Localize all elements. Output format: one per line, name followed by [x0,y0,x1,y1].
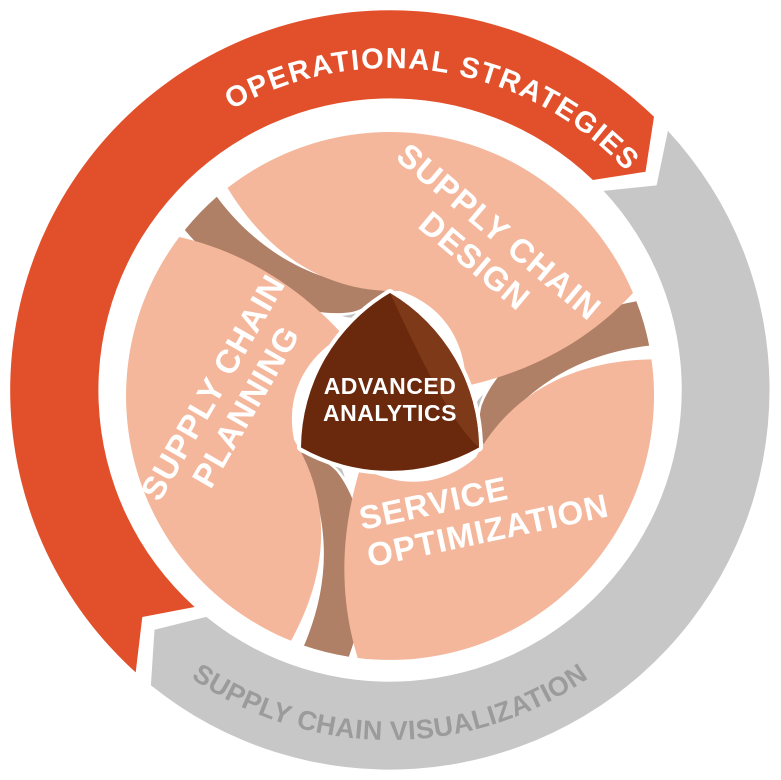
segment-supply-chain-planning [126,237,344,641]
center-core-highlight [390,293,479,448]
svg-text:ANALYTICS: ANALYTICS [323,400,457,426]
advanced-analytics-label: ADVANCED ANALYTICS [323,373,457,426]
ring-band-operational [10,10,655,673]
segment-supply-chain-design [227,132,633,386]
svg-text:ADVANCED: ADVANCED [324,373,457,399]
segment-service-optimization [344,359,654,660]
trail-upper-left [184,196,388,314]
ring-band-visualization [150,130,770,770]
trail-right [479,301,650,449]
pinwheel-segments [126,132,654,660]
